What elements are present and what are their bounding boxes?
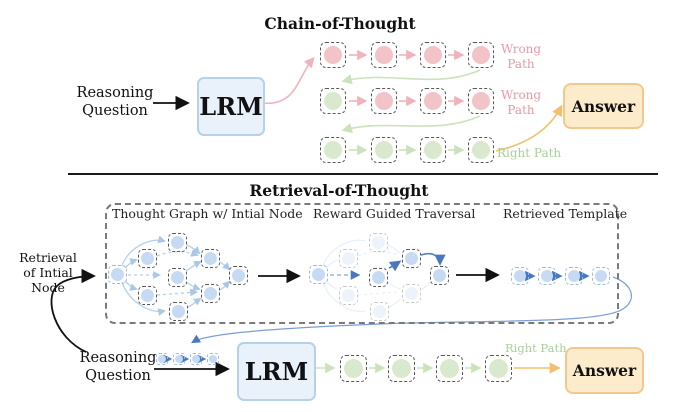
rot-lrm-box: LRM [237, 342, 316, 401]
prompt-template-node [156, 353, 168, 365]
rot-node [485, 355, 512, 382]
traversal-ghost-node [339, 286, 358, 305]
traversal-ghost-node [339, 249, 358, 268]
traversal-selected-node [430, 266, 449, 285]
graph-node [201, 249, 220, 268]
traversal-label: Reward Guided Traversal [313, 206, 476, 221]
cot-node [320, 42, 346, 68]
cot-answer-box: Answer [563, 83, 644, 129]
cot-row1-path-label: Wrong Path [500, 42, 542, 71]
rot-title: Retrieval-of-Thought [249, 181, 429, 200]
retrieval-label: Retrieval of Intial Node [19, 250, 77, 295]
thought-graph-label: Thought Graph w/ Intial Node [112, 206, 303, 221]
prompt-template-node [190, 353, 202, 365]
graph-node-entry [108, 265, 127, 284]
prompt-template-node [173, 353, 185, 365]
cot-node [468, 137, 494, 163]
template-node [565, 267, 583, 285]
traversal-selected-node [402, 249, 421, 268]
cot-node [468, 88, 494, 114]
rot-answer-box: Answer [565, 347, 644, 394]
rot-node [388, 355, 415, 382]
rot-input-label: Reasoning Question [79, 350, 157, 385]
cot-node [371, 42, 397, 68]
cot-input-label: Reasoning Question [76, 85, 154, 120]
graph-node [201, 284, 220, 303]
rot-pipeline-box [105, 203, 619, 324]
cot-node [420, 88, 446, 114]
traversal-ghost-node [370, 302, 389, 321]
cot-node [420, 137, 446, 163]
cot-node [468, 42, 494, 68]
rot-node [340, 355, 367, 382]
traversal-ghost-node [402, 284, 421, 303]
rot-node [436, 355, 463, 382]
prompt-template-node [207, 353, 219, 365]
cot-wrong-to-row3-arrow [341, 115, 481, 134]
graph-node [138, 249, 157, 268]
template-node [592, 267, 610, 285]
graph-node [168, 268, 187, 287]
traversal-ghost-node [369, 233, 388, 252]
template-node [538, 267, 556, 285]
cot-node [320, 88, 346, 114]
cot-lrm-box: LRM [197, 77, 265, 136]
cot-node [371, 88, 397, 114]
cot-node [371, 137, 397, 163]
graph-node [169, 302, 188, 321]
cot-node [320, 137, 346, 163]
template-node [511, 267, 529, 285]
template-label: Retrieved Template [503, 206, 628, 221]
rot-path-label: Right Path [505, 341, 567, 355]
traversal-selected-node [369, 268, 388, 287]
graph-node [168, 233, 187, 252]
cot-row3-path-label: Right Path [497, 146, 562, 160]
cot-node [420, 42, 446, 68]
cot-row2-path-label: Wrong Path [500, 88, 542, 117]
cot-title: Chain-of-Thought [264, 14, 416, 33]
traversal-node-entry [309, 265, 328, 284]
cot-wrong-to-row2-arrow [341, 69, 481, 85]
graph-node [138, 286, 157, 305]
graph-node [229, 266, 248, 285]
